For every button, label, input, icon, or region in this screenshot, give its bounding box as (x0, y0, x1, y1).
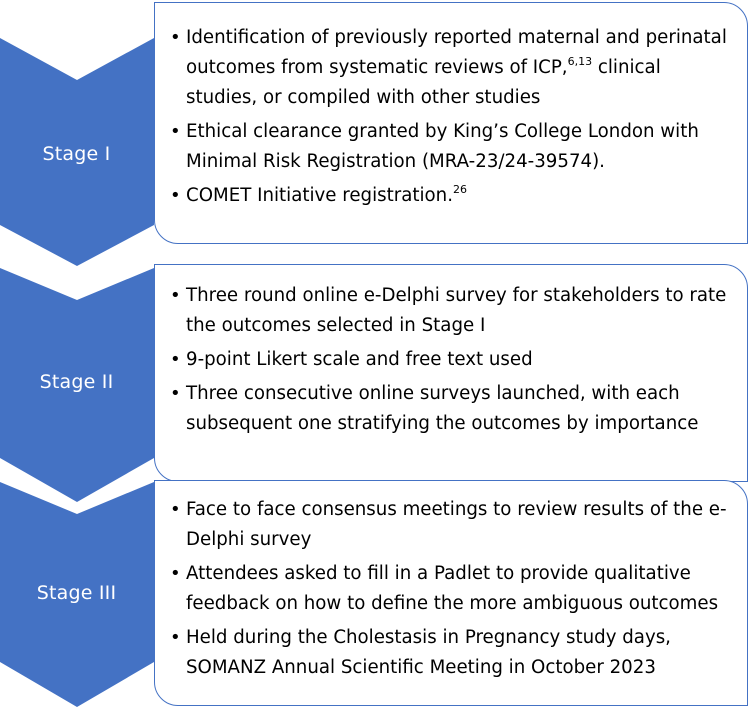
bullet-icon: • (170, 627, 181, 648)
stage-2-list: • Three round online e-Delphi survey for… (155, 281, 747, 443)
stage-1-chevron (0, 0, 154, 270)
bullet-icon: • (170, 383, 181, 404)
stage-3-bullet-1: • Face to face consensus meetings to rev… (155, 495, 747, 555)
stage-3-label: Stage III (36, 582, 117, 604)
bullet-icon: • (170, 499, 181, 520)
bullet-icon: • (170, 185, 181, 206)
stage-3-bullet-3: • Held during the Cholestasis in Pregnan… (155, 623, 747, 683)
stage-2-box: • Three round online e-Delphi survey for… (154, 264, 748, 482)
stage-2-label: Stage II (39, 371, 114, 393)
stage-2-bullet-2: • 9-point Likert scale and free text use… (155, 345, 747, 375)
stage-3-bullet-2: • Attendees asked to fill in a Padlet to… (155, 559, 747, 619)
stage-3-list: • Face to face consensus meetings to rev… (155, 495, 747, 687)
stage-3-chevron (0, 462, 154, 711)
bullet-icon: • (170, 121, 181, 142)
bullet-icon: • (170, 563, 181, 584)
stage-3-box: • Face to face consensus meetings to rev… (154, 480, 748, 706)
stage-2-bullet-1: • Three round online e-Delphi survey for… (155, 281, 747, 341)
bullet-icon: • (170, 285, 181, 306)
stage-2-chevron (0, 240, 154, 510)
stage-1-bullet-3: • COMET Initiative registration.26 (155, 181, 747, 211)
bullet-icon: • (170, 27, 181, 48)
stage-1-box: • Identification of previously reported … (154, 2, 748, 244)
stage-1-bullet-2: • Ethical clearance granted by King’s Co… (155, 117, 747, 177)
stage-1-label: Stage I (42, 143, 111, 165)
stage-1-bullet-1: • Identification of previously reported … (155, 23, 747, 113)
bullet-icon: • (170, 349, 181, 370)
stage-2-bullet-3: • Three consecutive online surveys launc… (155, 379, 747, 439)
stage-1-list: • Identification of previously reported … (155, 23, 747, 215)
